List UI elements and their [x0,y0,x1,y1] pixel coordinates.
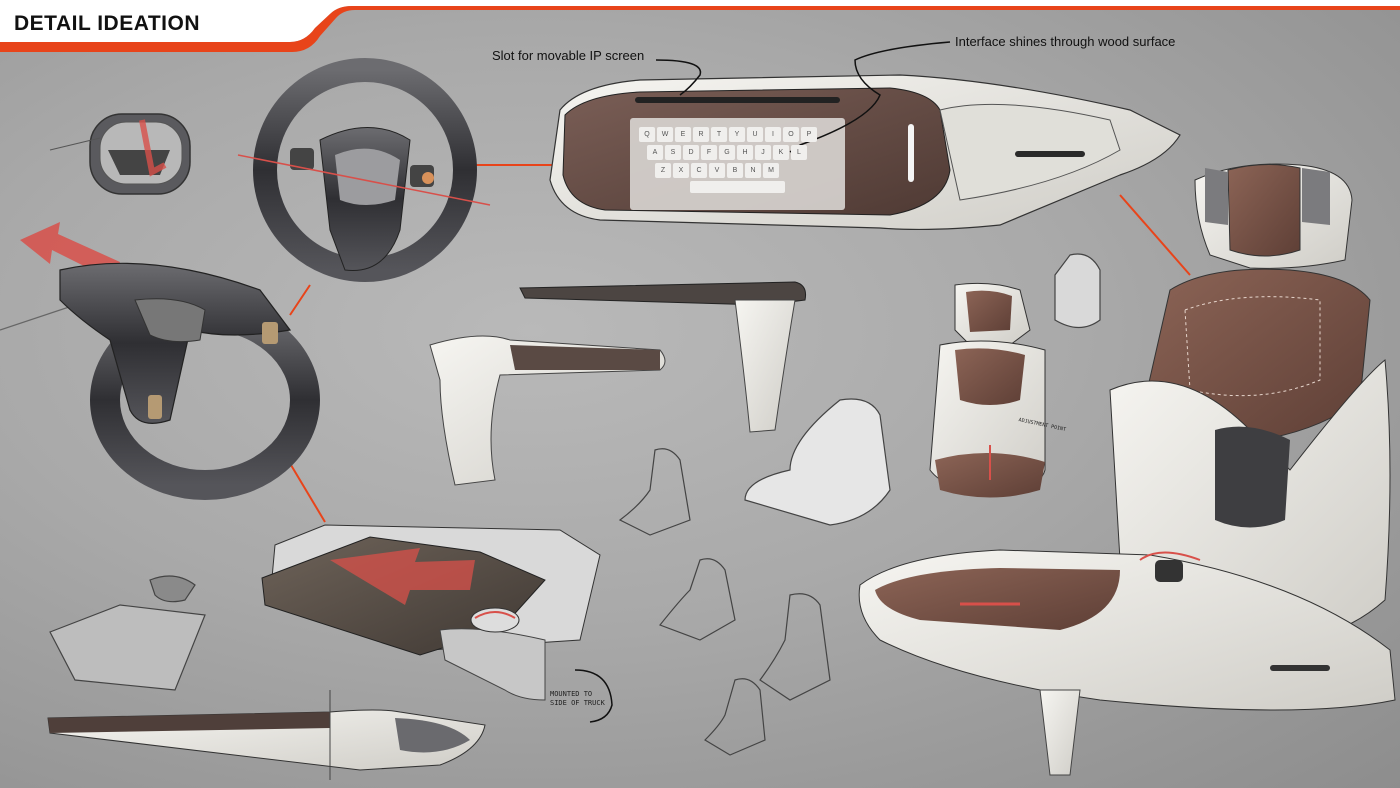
keyboard-key: A [647,145,663,160]
keyboard-key: D [683,145,699,160]
keyboard-key: U [747,127,763,142]
annotation-mount-note: MOUNTED TO SIDE OF TRUCK [550,690,605,707]
seat-mid [929,282,1046,498]
mount-arrow [574,669,613,723]
keyboard-key: Y [729,127,745,142]
yoke-wheel [0,262,320,500]
keyboard-spacebar [690,181,785,193]
tray-sketch-small [49,575,206,691]
wheel-sketch-small [49,113,191,195]
keyboard-key: Q [639,127,655,142]
keyboard-key: W [657,127,673,142]
annotation-slot: Slot for movable IP screen [492,48,645,63]
seat-large [858,163,1396,776]
keyboard-key: H [737,145,753,160]
keyboard-key: Z [655,163,671,178]
keyboard-key: F [701,145,717,160]
page-title: DETAIL IDEATION [14,12,200,35]
keyboard-key: J [755,145,771,160]
keyboard-key: L [791,145,807,160]
keyboard-key: B [727,163,743,178]
keyboard-key: I [765,127,781,142]
keyboard-key: V [709,163,725,178]
keyboard-key: C [691,163,707,178]
keyboard-key: T [711,127,727,142]
keyboard-key: G [719,145,735,160]
keyboard-key: R [693,127,709,142]
keyboard-key: E [675,127,691,142]
annotation-interface: Interface shines through wood surface [955,34,1176,49]
steering-wheel-round [237,58,491,282]
keyboard-key: S [665,145,681,160]
keyboard-key: X [673,163,689,178]
keyboard-key: N [745,163,761,178]
keyboard-key: M [763,163,779,178]
keyboard-key: O [783,127,799,142]
connector-lines [284,164,1191,523]
seat-sketches [618,253,1101,756]
tray-table [261,524,601,701]
leader-lines [655,41,951,153]
keyboard-key: K [773,145,789,160]
armrest-console [47,690,486,780]
desk-table [429,281,806,486]
header-band [0,0,1400,52]
keyboard-key: P [801,127,817,142]
